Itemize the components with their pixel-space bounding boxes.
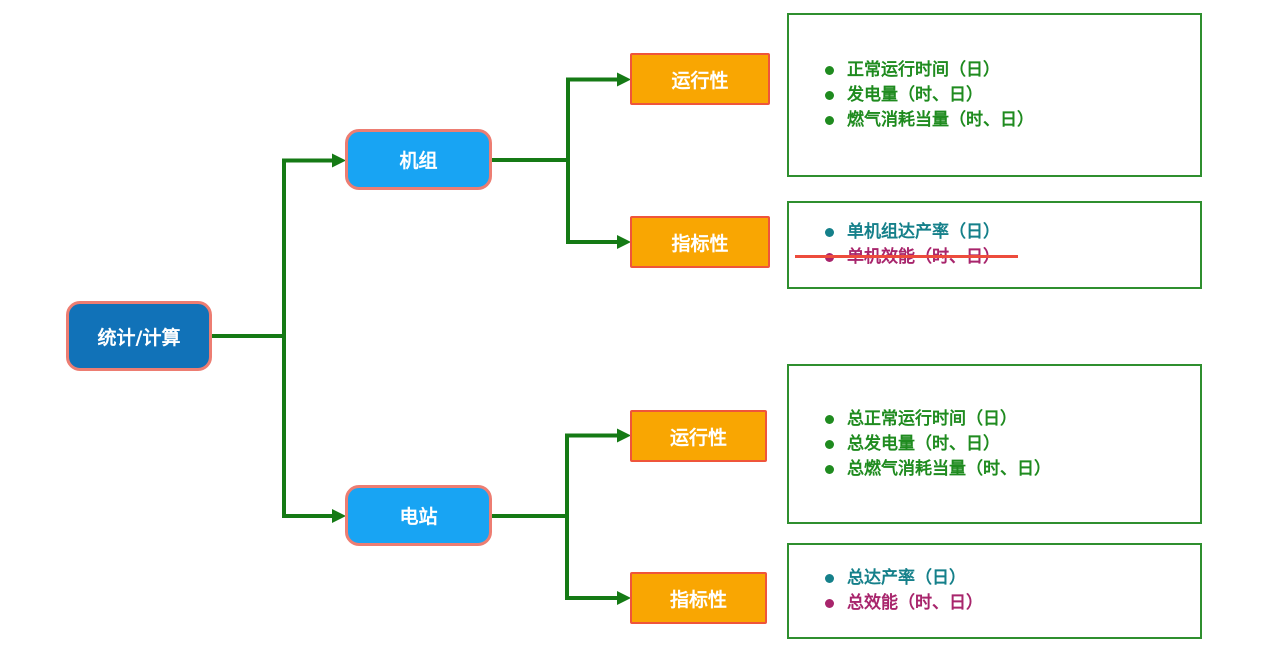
node-unit-indicator: 指标性 — [630, 216, 770, 268]
list-box-unit-indicator: 单机组达产率（日） 单机效能（时、日） — [787, 201, 1202, 289]
bullet-icon — [825, 464, 834, 474]
list-item-text: 单机效能（时、日） — [847, 247, 1000, 267]
node-station-indicator: 指标性 — [630, 572, 767, 624]
list-item: 燃气消耗当量（时、日） — [825, 108, 1034, 133]
list-item-text: 单机组达产率（日） — [847, 222, 1000, 242]
bullet-icon — [825, 599, 834, 608]
list-item-text: 总正常运行时间（日） — [847, 408, 1017, 429]
list-box-station-indicator: 总达产率（日） 总效能（时、日） — [787, 543, 1202, 639]
node-root-label: 统计/计算 — [97, 326, 181, 349]
list-item: 总正常运行时间（日） — [825, 407, 1051, 432]
node-unit-label: 机组 — [399, 150, 438, 172]
list-item-text: 总达产率（日） — [847, 568, 966, 588]
station-indicator-list: 总达产率（日） 总效能（时、日） — [789, 566, 993, 616]
node-station-operational: 运行性 — [630, 410, 767, 462]
list-item: 总达产率（日） — [825, 566, 983, 591]
list-item-text: 发电量（时、日） — [847, 84, 983, 105]
node-station: 电站 — [345, 485, 492, 546]
list-item-text: 燃气消耗当量（时、日） — [847, 109, 1034, 130]
unit-indicator-list: 单机组达产率（日） 单机效能（时、日） — [789, 220, 1010, 270]
node-unit-indicator-label: 指标性 — [671, 232, 729, 255]
bullet-icon — [825, 228, 834, 237]
node-unit-operational: 运行性 — [630, 53, 770, 105]
bullet-icon — [825, 574, 834, 583]
list-item: 正常运行时间（日） — [825, 58, 1034, 83]
node-station-label: 电站 — [399, 506, 438, 528]
list-item: 发电量（时、日） — [825, 83, 1034, 108]
station-operational-list: 总正常运行时间（日） 总发电量（时、日） 总燃气消耗当量（时、日） — [789, 407, 1061, 482]
list-item-text: 总燃气消耗当量（时、日） — [847, 458, 1051, 479]
list-item: 总燃气消耗当量（时、日） — [825, 457, 1051, 482]
node-unit: 机组 — [345, 129, 492, 190]
unit-operational-list: 正常运行时间（日） 发电量（时、日） 燃气消耗当量（时、日） — [789, 58, 1044, 133]
list-item-text: 总效能（时、日） — [847, 593, 983, 613]
node-unit-operational-label: 运行性 — [671, 69, 729, 92]
list-item-text: 正常运行时间（日） — [847, 59, 1000, 80]
node-station-operational-label: 运行性 — [669, 426, 727, 449]
bullet-icon — [825, 414, 834, 424]
bullet-icon — [825, 439, 834, 449]
node-station-indicator-label: 指标性 — [669, 588, 727, 611]
list-box-station-operational: 总正常运行时间（日） 总发电量（时、日） 总燃气消耗当量（时、日） — [787, 364, 1202, 524]
bullet-icon — [825, 253, 834, 262]
list-item: 总发电量（时、日） — [825, 432, 1051, 457]
list-item-struck: 单机效能（时、日） — [825, 245, 1000, 270]
node-root-statistics-calculation: 统计/计算 — [66, 301, 212, 371]
list-box-unit-operational: 正常运行时间（日） 发电量（时、日） 燃气消耗当量（时、日） — [787, 13, 1202, 177]
list-item: 单机组达产率（日） — [825, 220, 1000, 245]
list-item: 总效能（时、日） — [825, 591, 983, 616]
bullet-icon — [825, 90, 834, 100]
bullet-icon — [825, 115, 834, 125]
list-item-text: 总发电量（时、日） — [847, 433, 1000, 454]
bullet-icon — [825, 65, 834, 75]
